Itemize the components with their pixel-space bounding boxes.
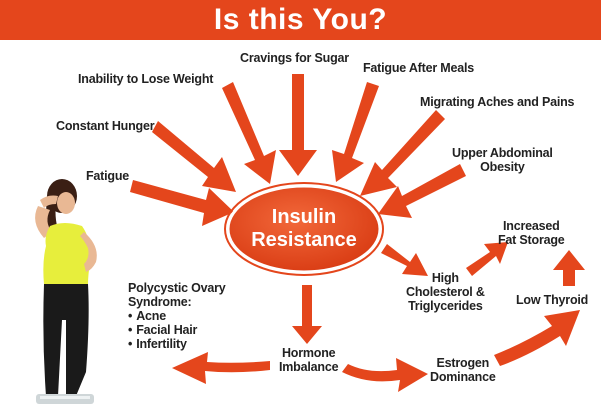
label-estrogen-dominance: Estrogen Dominance — [430, 356, 496, 384]
label-high-cholesterol: High Cholesterol & Triglycerides — [406, 271, 485, 313]
label-increased-fat-storage: Increased Fat Storage — [498, 219, 565, 247]
pcos-item: Infertility — [128, 337, 226, 351]
hormone-line1: Hormone — [281, 346, 336, 360]
pcos-title-line1: Polycystic Ovary — [128, 281, 226, 295]
estrogen-line1: Estrogen — [436, 356, 490, 370]
center-line2: Resistance — [251, 229, 357, 251]
insulin-resistance-label: Insulin Resistance — [228, 186, 380, 272]
hormone-line2: Imbalance — [279, 360, 339, 374]
estrogen-line2: Dominance — [430, 370, 496, 384]
arrow-inability-lose-weight — [222, 82, 276, 184]
upper-abdominal-line2: Obesity — [480, 160, 525, 174]
label-upper-abdominal: Upper Abdominal Obesity — [452, 146, 553, 174]
pcos-item: Acne — [128, 309, 226, 323]
label-constant-hunger: Constant Hunger — [56, 119, 155, 133]
label-fatigue-after-meals: Fatigue After Meals — [363, 61, 475, 75]
label-pcos: Polycystic Ovary Syndrome: Acne Facial H… — [128, 281, 226, 351]
pcos-title-line2: Syndrome: — [128, 295, 192, 309]
arrow-hormone-to-pcos — [172, 352, 270, 384]
page-title: Is this You? — [213, 3, 388, 36]
arrow-estrogen-to-thyroid — [494, 310, 580, 366]
label-low-thyroid: Low Thyroid — [516, 293, 589, 307]
arrow-constant-hunger — [152, 121, 236, 192]
center-line1: Insulin — [271, 206, 337, 228]
upper-abdominal-line1: Upper Abdominal — [452, 146, 553, 160]
arrow-hormone-to-estrogen — [342, 358, 428, 392]
label-inability-lose-weight: Inability to Lose Weight — [78, 72, 214, 86]
arrow-to-fat-storage — [466, 242, 508, 276]
label-migrating-aches: Migrating Aches and Pains — [420, 95, 575, 109]
fat-storage-line2: Fat Storage — [498, 233, 565, 247]
pcos-list: Acne Facial Hair Infertility — [128, 309, 226, 351]
pcos-item: Facial Hair — [128, 323, 226, 337]
woman-illustration — [35, 179, 97, 404]
header-banner: Is this You? — [0, 0, 601, 40]
arrow-fatigue — [130, 180, 234, 226]
fat-storage-line1: Increased — [502, 219, 560, 233]
label-fatigue: Fatigue — [86, 169, 130, 183]
arrow-migrating-aches — [360, 110, 445, 196]
arrow-upper-abdominal — [378, 164, 466, 218]
arrow-to-hormone — [292, 285, 322, 344]
arrow-thyroid-to-fat — [553, 250, 585, 286]
arrow-to-cholesterol — [381, 244, 428, 276]
insulin-resistance-oval — [226, 184, 382, 274]
label-hormone-imbalance: Hormone Imbalance — [279, 346, 339, 374]
cholesterol-line3: Triglycerides — [408, 299, 483, 313]
cholesterol-line1: High — [431, 271, 459, 285]
arrow-cravings — [279, 74, 317, 176]
cholesterol-line2: Cholesterol & — [406, 285, 485, 299]
label-cravings: Cravings for Sugar — [240, 51, 349, 65]
arrow-fatigue-after-meals — [332, 82, 379, 182]
